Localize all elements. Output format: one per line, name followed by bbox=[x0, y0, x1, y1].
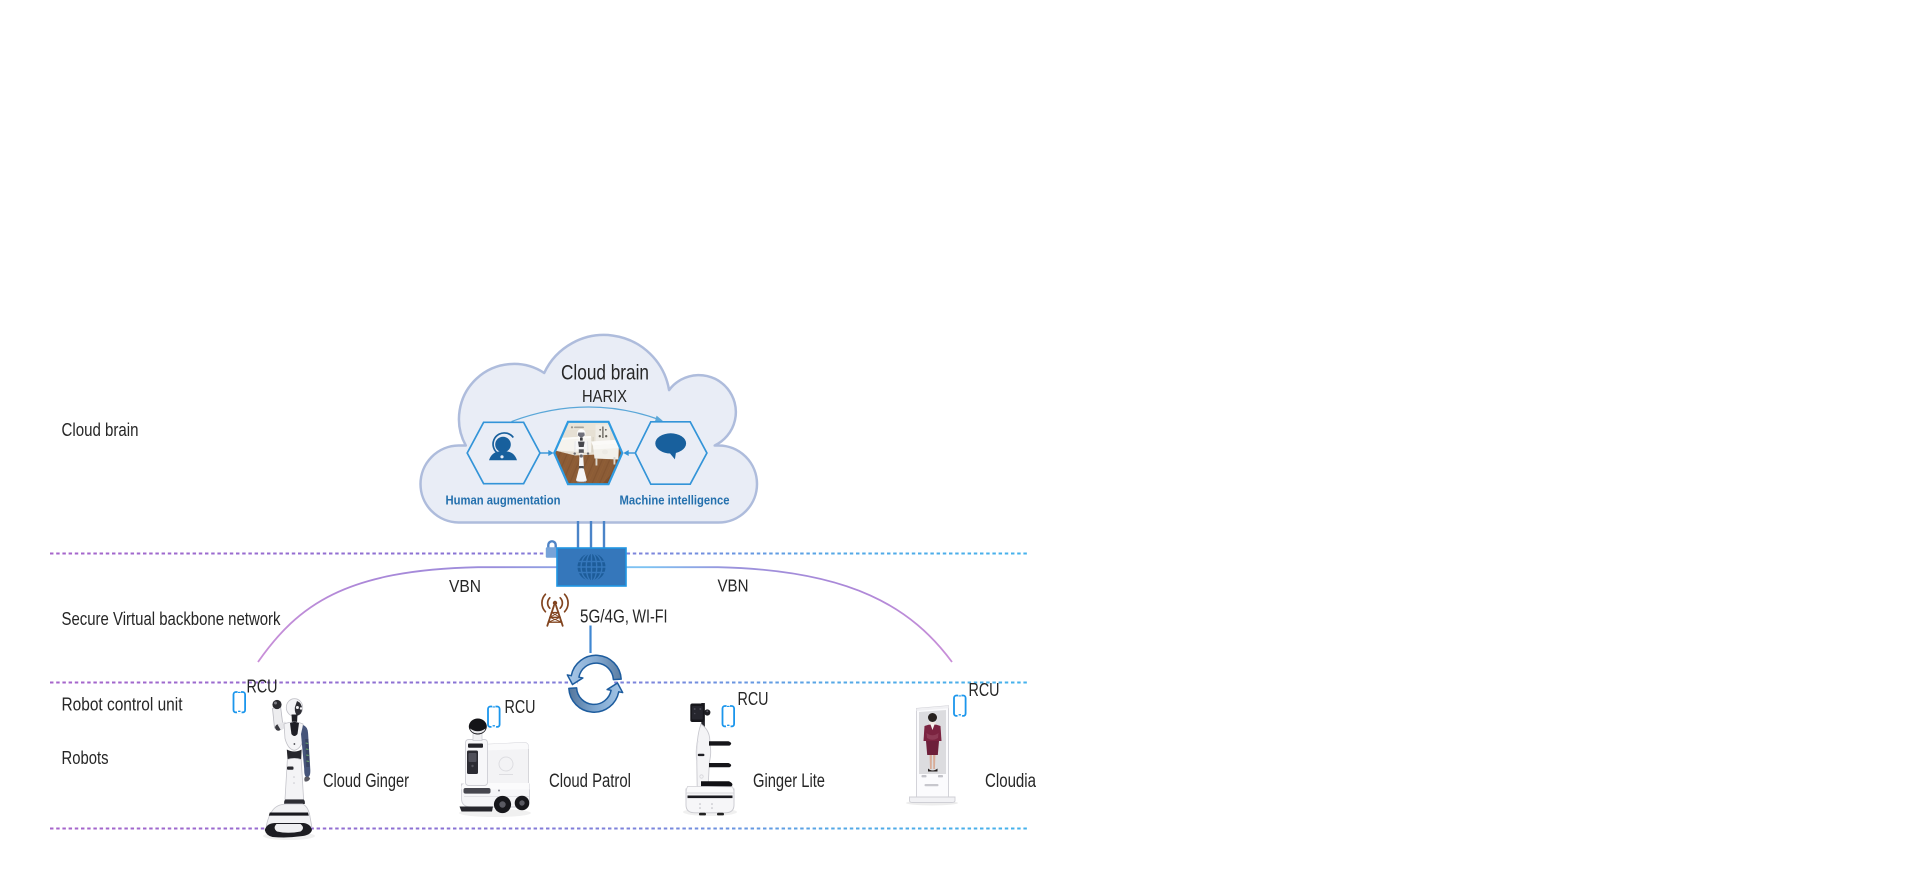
svg-text:Machine intelligence: Machine intelligence bbox=[620, 494, 730, 508]
svg-text:5G/4G,: 5G/4G, bbox=[580, 606, 629, 627]
svg-text:RCU: RCU bbox=[247, 677, 278, 697]
svg-text:Robots: Robots bbox=[62, 748, 109, 768]
svg-text:Ginger Lite: Ginger Lite bbox=[753, 771, 825, 792]
svg-text:RCU: RCU bbox=[738, 689, 769, 709]
svg-text:WI-FI: WI-FI bbox=[633, 606, 668, 627]
svg-text:HARIX: HARIX bbox=[582, 386, 627, 406]
svg-text:Cloud brain: Cloud brain bbox=[62, 420, 139, 440]
svg-text:Cloud Patrol: Cloud Patrol bbox=[549, 771, 631, 792]
svg-text:RCU: RCU bbox=[969, 680, 1000, 700]
svg-text:Secure Virtual backbone networ: Secure Virtual backbone network bbox=[62, 609, 282, 629]
svg-text:Robot control unit: Robot control unit bbox=[62, 695, 183, 715]
svg-text:Cloud Ginger: Cloud Ginger bbox=[323, 771, 410, 792]
svg-text:Cloud brain: Cloud brain bbox=[561, 362, 649, 385]
svg-text:Human augmentation: Human augmentation bbox=[446, 494, 561, 508]
svg-text:VBN: VBN bbox=[718, 576, 749, 596]
svg-text:RCU: RCU bbox=[505, 697, 536, 717]
svg-text:Cloudia: Cloudia bbox=[985, 771, 1036, 792]
svg-text:VBN: VBN bbox=[449, 576, 481, 596]
